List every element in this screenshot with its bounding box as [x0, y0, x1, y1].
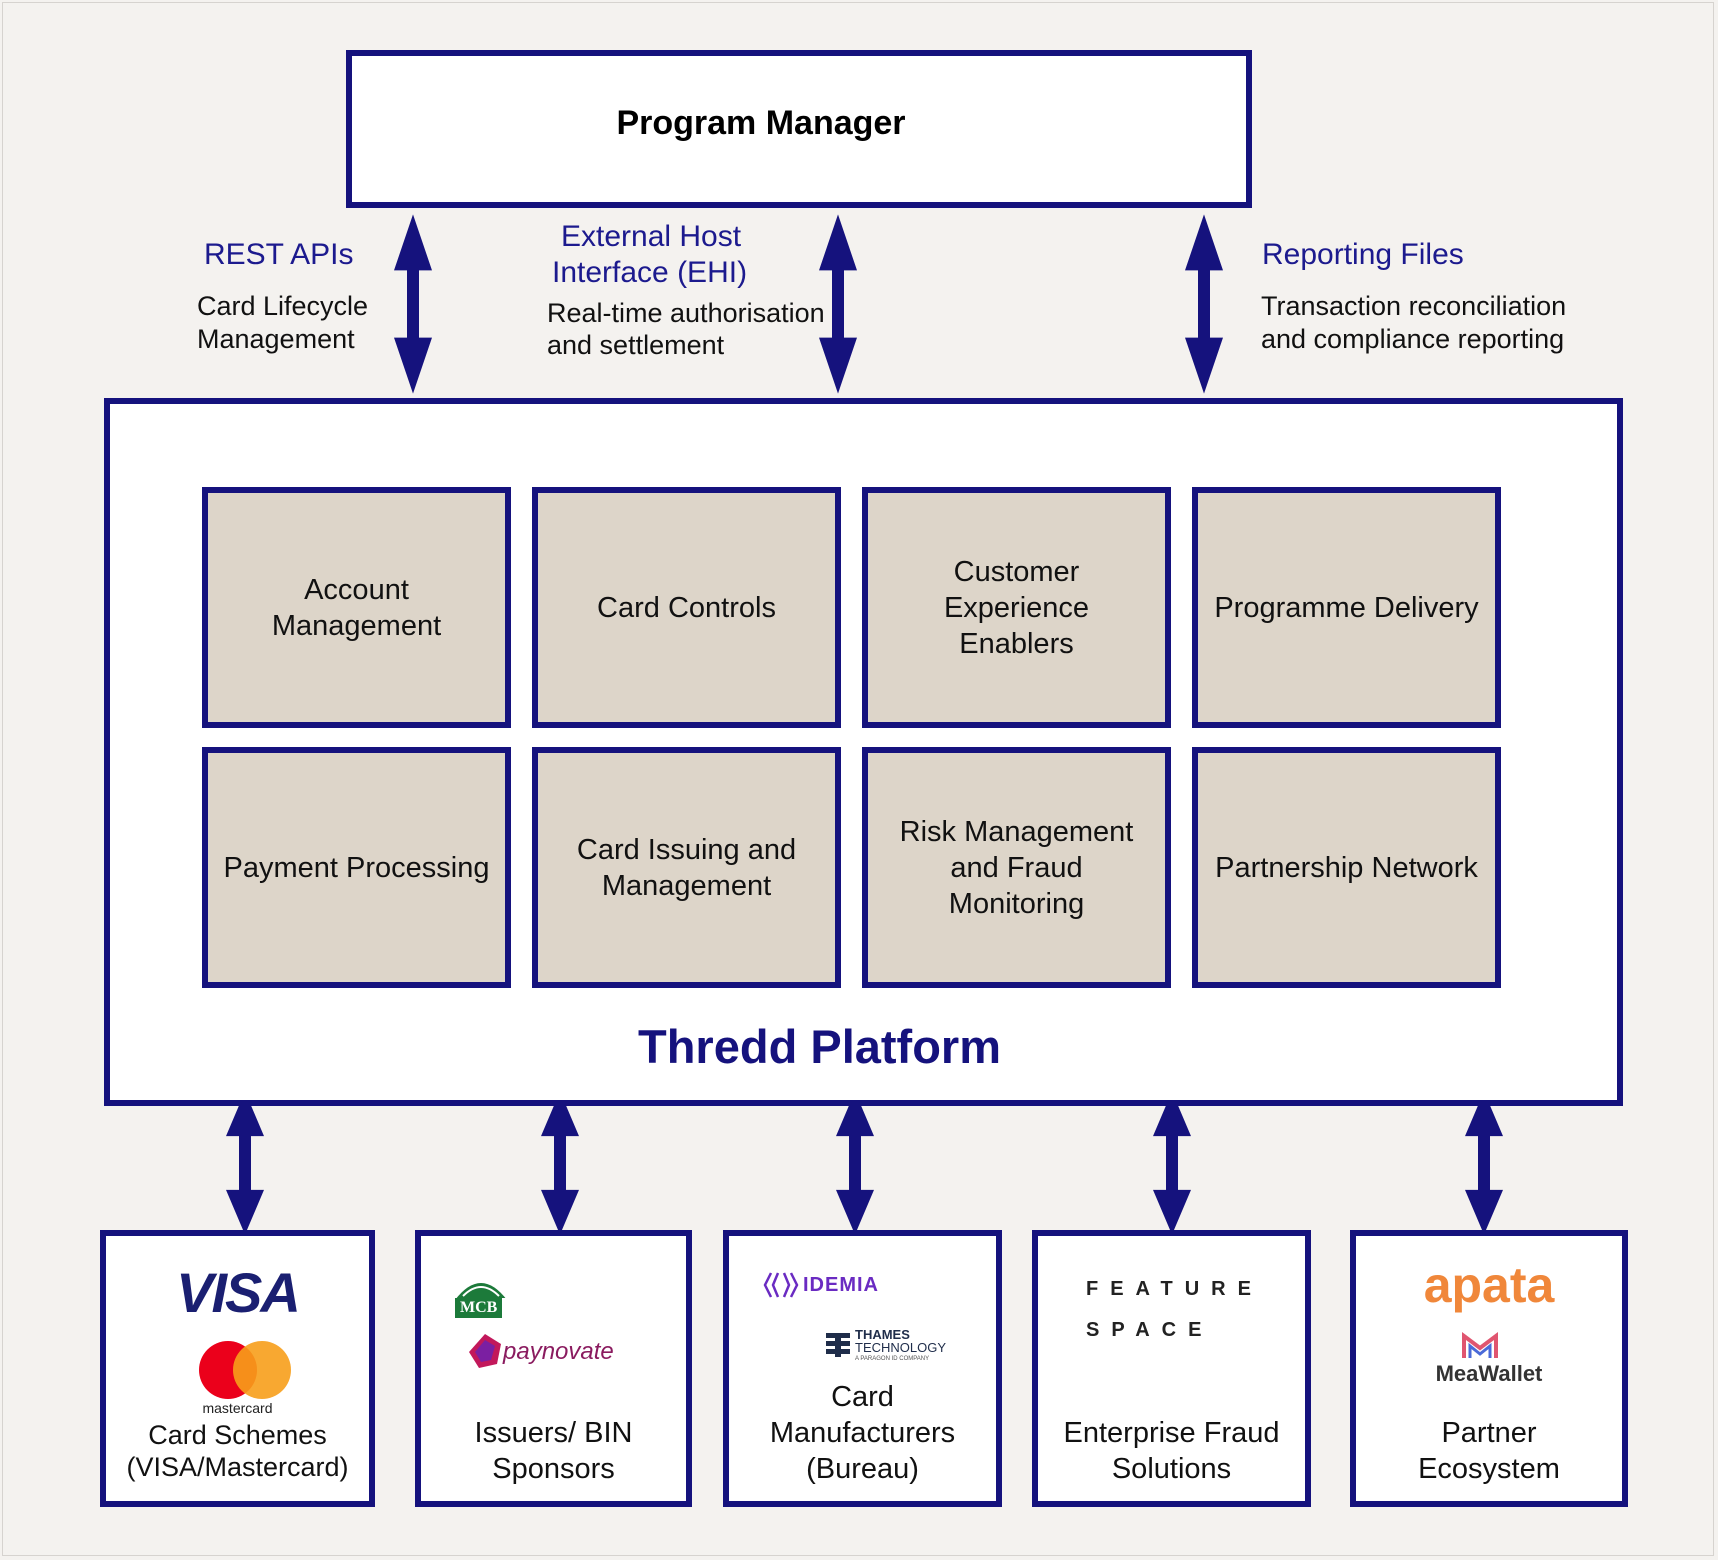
arrow-card-manufacturers	[836, 1091, 874, 1235]
reporting-files-title: Reporting Files	[1262, 238, 1464, 271]
partner-label-line: Sponsors	[492, 1453, 615, 1485]
module-line: Management	[601, 869, 772, 902]
module-partnership-network: Partnership Network	[1192, 747, 1501, 988]
partner-label: Partner Ecosystem	[1356, 1415, 1622, 1487]
module-line: Card Controls	[597, 591, 776, 624]
partner-label-line: Ecosystem	[1418, 1453, 1560, 1485]
partner-label: Enterprise Fraud Solutions	[1038, 1415, 1305, 1487]
arrow-card-schemes	[226, 1091, 264, 1235]
mastercard-wordmark: mastercard	[202, 1400, 273, 1416]
partner-label-line: Issuers/ BIN	[474, 1417, 633, 1449]
module-line: Enablers	[959, 627, 1074, 660]
arrow-ehi	[819, 214, 857, 394]
thames-technology-icon	[826, 1333, 850, 1357]
technology-logo: TECHNOLOGY	[855, 1340, 947, 1355]
reporting-files-desc-2: and compliance reporting	[1261, 324, 1565, 354]
partner-ecosystem: apata MeaWallet Partner Ecosystem	[1350, 1230, 1628, 1507]
paragon-tagline: A PARAGON ID COMPANY	[855, 1356, 930, 1362]
meawallet-icon	[1462, 1332, 1498, 1358]
module-line: Card Issuing and	[576, 833, 797, 866]
partner-label-line: Manufacturers	[769, 1417, 956, 1449]
rest-apis-desc-1: Card Lifecycle	[197, 291, 369, 321]
ehi-title-1: External Host	[561, 220, 742, 253]
rest-apis-title: REST APIs	[204, 238, 354, 271]
mcb-logo: MCB	[455, 1298, 503, 1318]
platform-title: Thredd Platform	[638, 1020, 1001, 1073]
module-line: Customer	[953, 555, 1080, 588]
module-line: Risk Management	[899, 815, 1134, 848]
mastercard-icon	[199, 1341, 291, 1399]
module-programme-delivery: Programme Delivery	[1192, 487, 1501, 728]
partner-label-line: Partner	[1441, 1417, 1537, 1449]
program-manager-title: Program Manager	[616, 103, 906, 142]
idemia-icon	[763, 1272, 799, 1298]
arrow-issuers	[541, 1091, 579, 1235]
module-line: and Fraud	[950, 851, 1083, 884]
partner-label-line: Enterprise Fraud	[1063, 1417, 1280, 1449]
arrow-partner-ecosystem	[1465, 1091, 1503, 1235]
arrow-rest-apis	[394, 214, 432, 394]
featurespace-logo-line1: FEATURE	[1086, 1278, 1263, 1300]
paynovate-logo: paynovate	[503, 1338, 614, 1365]
module-line: Management	[271, 609, 442, 642]
partner-label-line: Solutions	[1111, 1453, 1232, 1485]
module-payment-processing: Payment Processing	[202, 747, 511, 988]
partner-card-manufacturers: IDEMIA THAMES TECHNOLOGY A PARAGON ID CO…	[723, 1230, 1002, 1507]
ehi-desc-1: Real-time authorisation	[547, 298, 825, 328]
idemia-logo: IDEMIA	[803, 1274, 879, 1296]
partner-label-line: Card Schemes	[148, 1420, 327, 1450]
arrow-fraud-solutions	[1153, 1091, 1191, 1235]
partner-label-line: Card	[831, 1381, 894, 1413]
partner-enterprise-fraud: FEATURE SPACE Enterprise Fraud Solutions	[1032, 1230, 1311, 1507]
ehi-desc-2: and settlement	[547, 330, 725, 360]
module-line: Programme Delivery	[1214, 591, 1479, 624]
module-line: Payment Processing	[223, 851, 490, 884]
partner-label-line: (Bureau)	[806, 1453, 919, 1485]
meawallet-logo: MeaWallet	[1435, 1361, 1543, 1386]
module-line: Experience	[943, 591, 1090, 624]
reporting-files-desc-1: Transaction reconciliation	[1261, 291, 1567, 321]
partner-label: Card Manufacturers (Bureau)	[729, 1379, 996, 1487]
rest-apis-desc-2: Management	[197, 324, 355, 354]
module-card-controls: Card Controls	[532, 487, 841, 728]
partner-issuers-bin-sponsors: MCB paynovate Issuers/ BIN Sponsors	[415, 1230, 692, 1507]
module-line: Partnership Network	[1215, 851, 1478, 884]
module-line: Monitoring	[948, 887, 1085, 920]
ehi-title-2: Interface (EHI)	[552, 256, 748, 289]
partner-card-schemes: VISA mastercard Card Schemes (VISA/Maste…	[100, 1230, 375, 1507]
thames-logo: THAMES	[855, 1327, 910, 1342]
program-manager-box: Program Manager	[346, 50, 1252, 208]
visa-logo: VISA	[176, 1261, 301, 1324]
module-line: Account	[304, 573, 409, 606]
partner-label-line: (VISA/Mastercard)	[126, 1452, 349, 1482]
arrow-reporting-files	[1185, 214, 1223, 394]
paynovate-icon	[469, 1334, 501, 1368]
partner-label: Card Schemes (VISA/Mastercard)	[106, 1419, 369, 1483]
featurespace-logo-line2: SPACE	[1086, 1319, 1214, 1341]
apata-logo: apata	[1423, 1257, 1555, 1313]
partner-label: Issuers/ BIN Sponsors	[421, 1415, 686, 1487]
